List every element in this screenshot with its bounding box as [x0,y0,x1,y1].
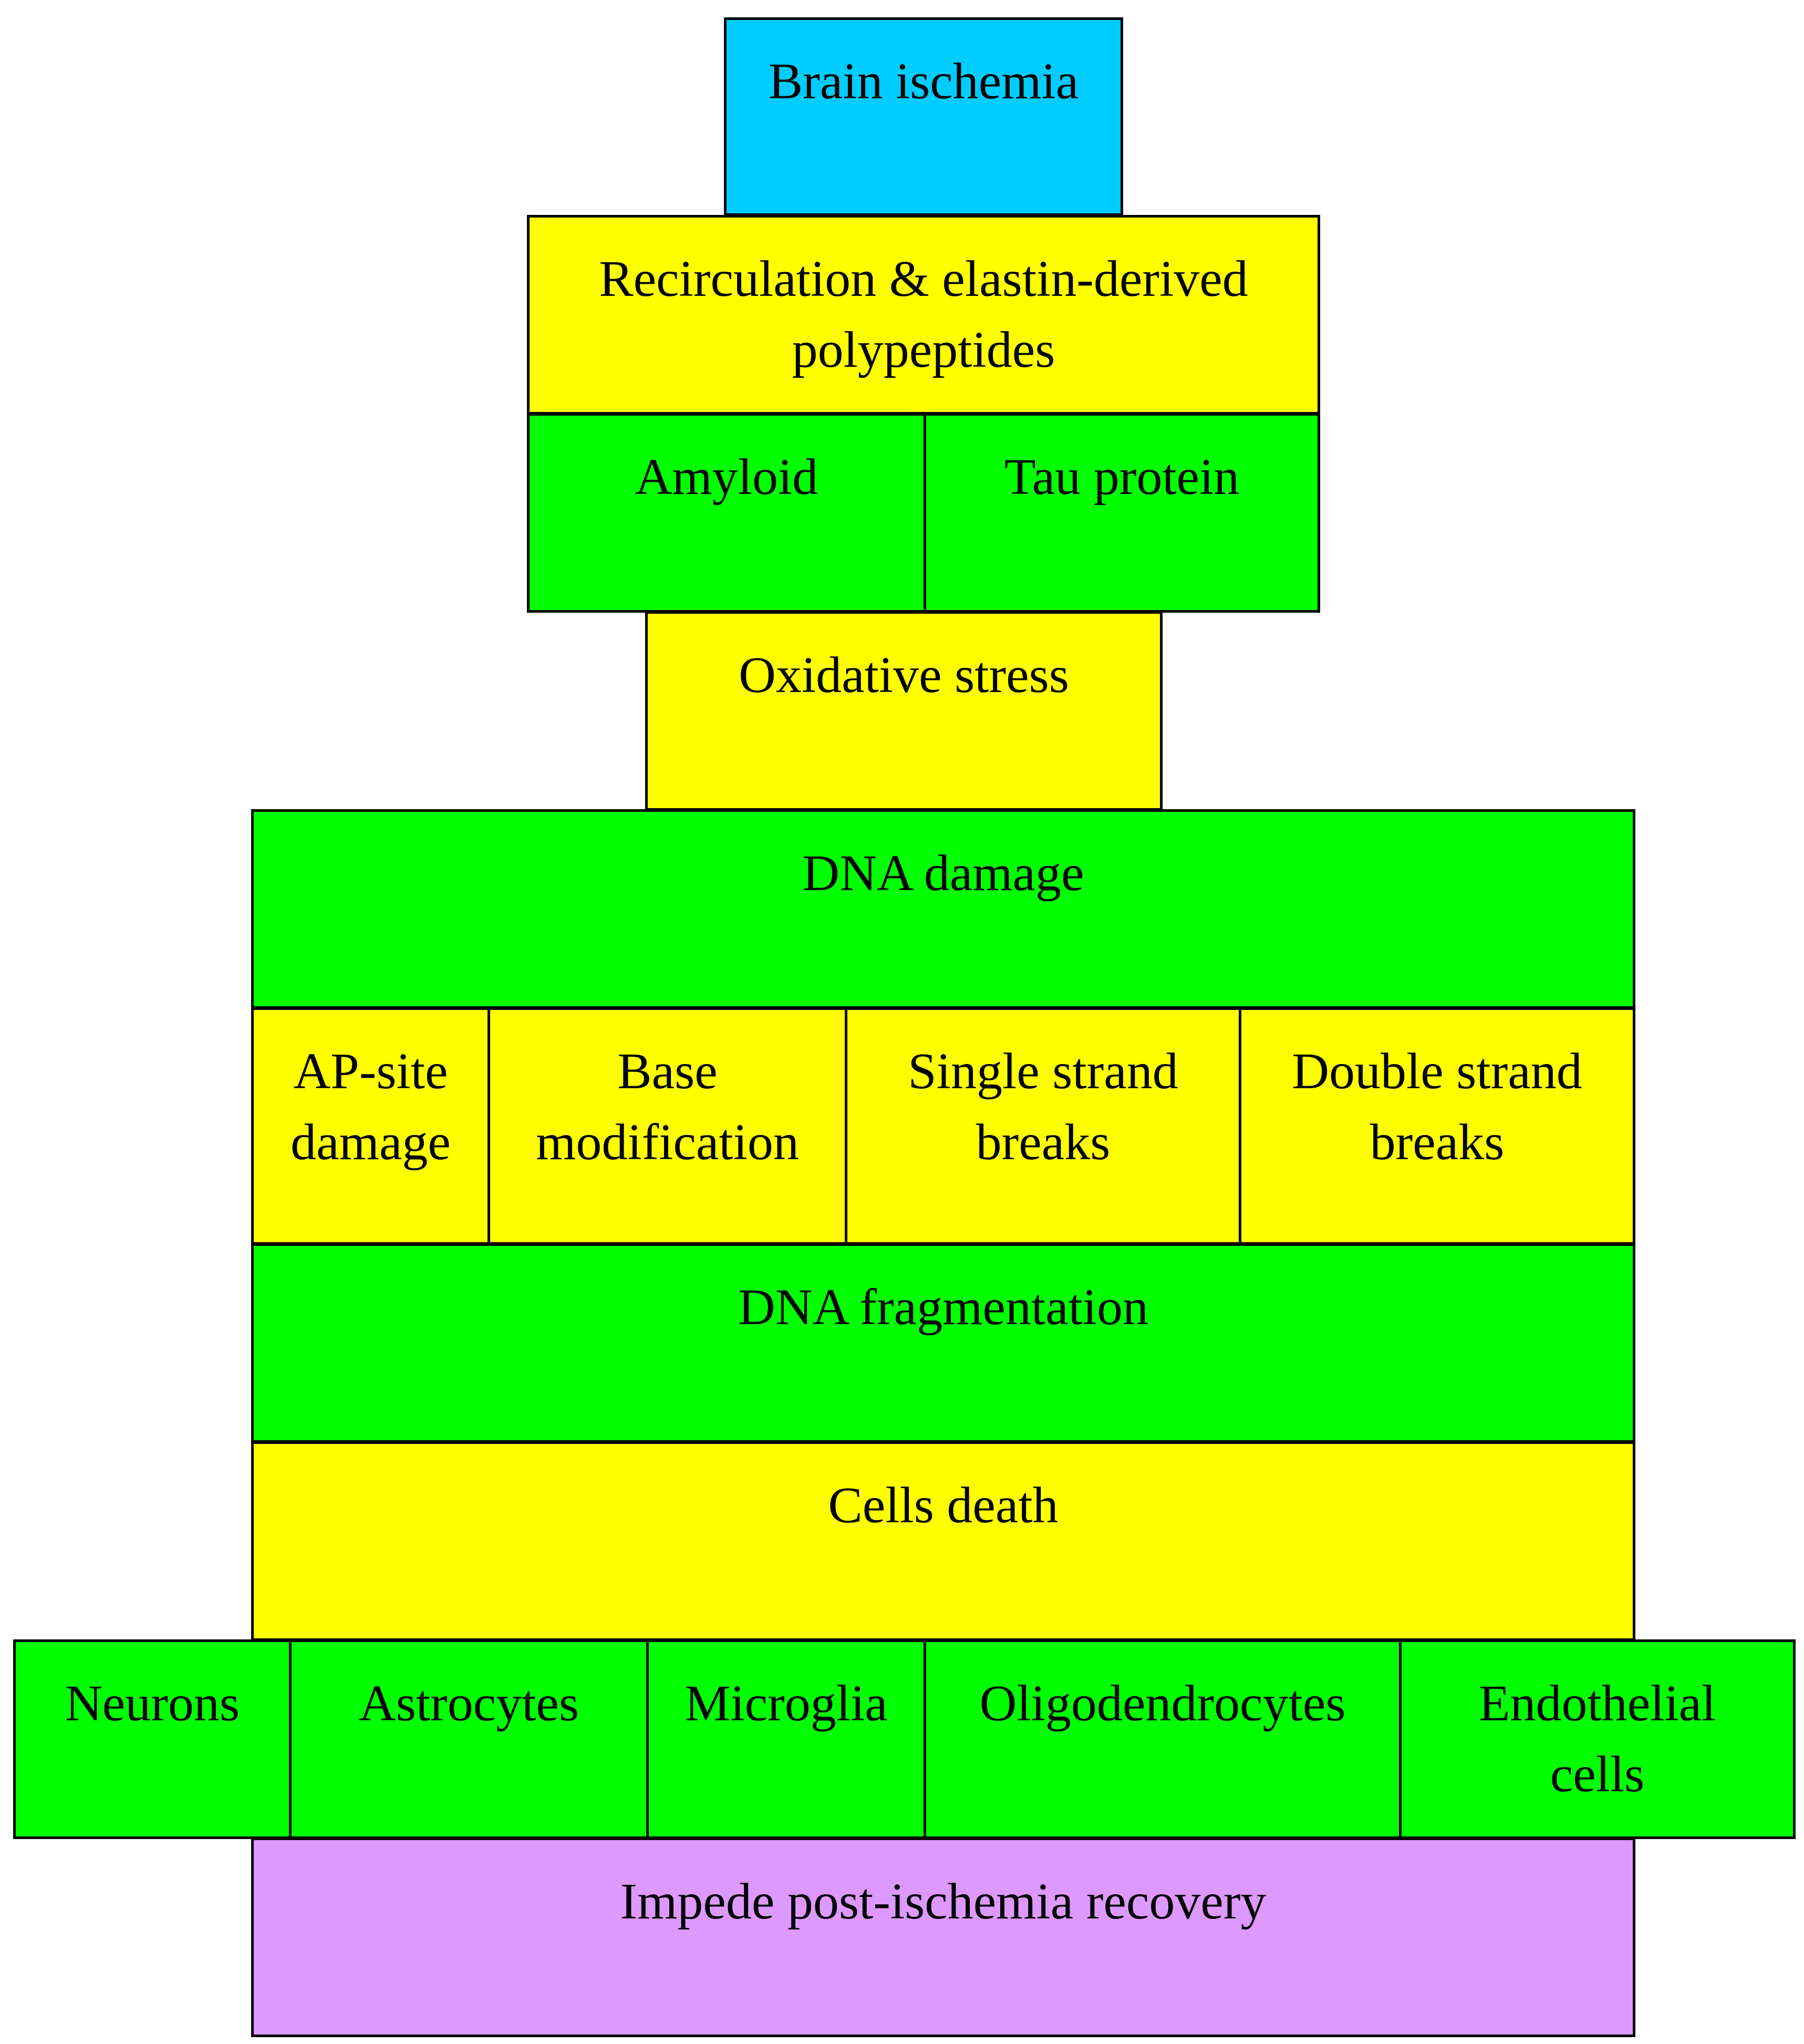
astrocytes-label: Astrocytes [358,1675,579,1732]
single-strand-breaks-box: Single strand breaks [845,1007,1241,1245]
oligodendrocytes-box: Oligodendrocytes [924,1639,1402,1839]
base-modification-box: Base modification [488,1007,847,1245]
brain-ischemia-box: Brain ischemia [724,17,1123,216]
oligodendrocytes-label: Oligodendrocytes [979,1675,1346,1732]
neurons-label: Neurons [65,1675,240,1732]
recirculation-label: Recirculation & elastin-derived polypept… [599,251,1248,378]
impede-recovery-box: Impede post-ischemia recovery [251,1837,1635,2037]
ap-site-damage-label: AP-site damage [291,1043,451,1171]
double-strand-breaks-label: Double strand breaks [1292,1043,1582,1171]
dna-fragmentation-label: DNA fragmentation [738,1279,1149,1336]
neurons-box: Neurons [13,1639,292,1839]
microglia-box: Microglia [646,1639,926,1839]
tau-protein-label: Tau protein [1004,449,1240,505]
tau-protein-box: Tau protein [924,413,1320,613]
endothelial-cells-box: Endothelial cells [1399,1639,1796,1839]
brain-ischemia-label: Brain ischemia [768,53,1079,110]
oxidative-stress-box: Oxidative stress [645,611,1163,811]
recirculation-box: Recirculation & elastin-derived polypept… [527,215,1320,415]
astrocytes-box: Astrocytes [289,1639,649,1839]
dna-fragmentation-box: DNA fragmentation [251,1243,1635,1443]
double-strand-breaks-box: Double strand breaks [1239,1007,1635,1245]
oxidative-stress-label: Oxidative stress [739,647,1069,704]
cells-death-label: Cells death [828,1477,1059,1534]
endothelial-cells-label: Endothelial cells [1478,1675,1716,1803]
dna-damage-label: DNA damage [802,845,1084,902]
ap-site-damage-box: AP-site damage [251,1007,490,1245]
single-strand-breaks-label: Single strand breaks [908,1043,1178,1171]
amyloid-label: Amyloid [635,449,818,505]
base-modification-label: Base modification [536,1043,799,1171]
amyloid-box: Amyloid [527,413,926,613]
impede-recovery-label: Impede post-ischemia recovery [620,1873,1267,1930]
cells-death-box: Cells death [251,1441,1635,1641]
microglia-label: Microglia [685,1675,888,1732]
dna-damage-box: DNA damage [251,809,1635,1009]
